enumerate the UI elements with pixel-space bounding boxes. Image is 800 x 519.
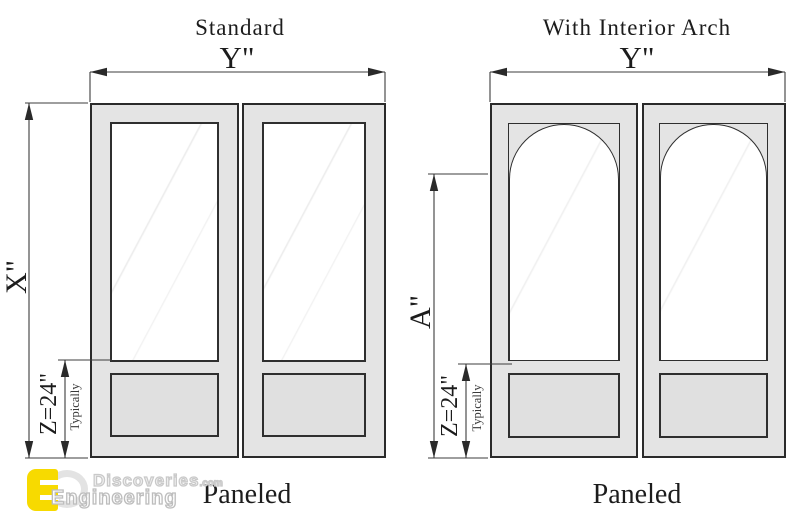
brand-e-icon [27,469,59,511]
arch-panel-dimension-label: Z=24" [437,375,463,437]
arch-left-door-bottom-panel [508,373,620,438]
standard-left-door-glass [110,122,219,362]
standard-panel-dimension-note: Typically [67,383,82,431]
arch-panel-dimension-note: Typically [469,384,484,432]
standard-right-door-bottom-panel [262,373,366,437]
arch-right-door-arched-glass [660,124,767,360]
standard-title: Standard [195,15,285,40]
brand-e-notch [40,495,59,500]
standard-height-dimension-label: X" [0,260,33,294]
brand-line1-text: Discoveries [92,470,200,490]
arch-right-window-frame [659,123,768,361]
arch-left-window-frame [508,123,620,361]
brand-e-notch [40,480,59,485]
arch-width-dimension-label: Y" [619,40,655,75]
arch-right-door-bottom-panel [659,373,768,438]
arch-left-door-arched-glass [509,124,619,360]
brand-line1-suffix: .com [199,477,224,489]
standard-right-door-glass [262,122,366,362]
arch-style-caption: Paneled [592,479,682,510]
arch-height-dimension-label: A" [404,295,437,329]
brand-line2: Engineering [50,486,178,509]
arch-title: With Interior Arch [542,15,732,40]
standard-width-dimension-label: Y" [219,40,255,75]
standard-panel-dimension-label: Z=24" [36,373,62,435]
standard-style-caption: Paneled [202,479,292,510]
brand-line1: Discoveries.com [92,470,224,491]
standard-left-door-bottom-panel [110,373,219,437]
